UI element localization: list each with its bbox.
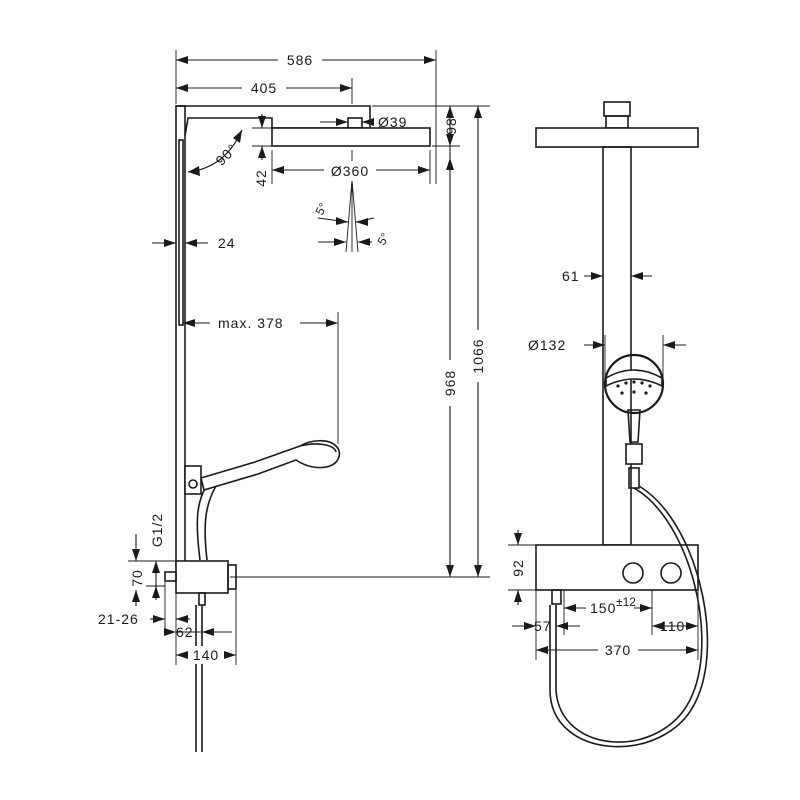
hand-shower xyxy=(200,439,341,492)
overhead-shower-front xyxy=(535,127,699,148)
dim-angle-5-left: 5° xyxy=(312,200,330,217)
dim-62: 62 xyxy=(176,624,194,640)
connector-lower xyxy=(605,115,629,129)
dim-21-26: 21-26 xyxy=(98,611,139,627)
hose-front-outer xyxy=(555,487,703,743)
dim-968: 968 xyxy=(442,370,458,396)
dim-dia-39: Ø39 xyxy=(378,114,407,130)
holder-knob xyxy=(188,479,198,489)
dim-24: 24 xyxy=(218,235,236,251)
hose-outlet-front xyxy=(551,589,562,605)
hose-loop-inner xyxy=(204,485,217,561)
dim-g-half: G1/2 xyxy=(149,513,165,547)
side-view xyxy=(164,105,431,752)
hand-shower-face xyxy=(299,443,337,453)
dim-max-378: max. 378 xyxy=(218,315,284,331)
dim-586: 586 xyxy=(287,52,313,68)
dim-42: 42 xyxy=(253,169,269,187)
dim-98: 98 xyxy=(443,117,459,135)
riser-rail xyxy=(178,139,184,326)
thermostat-body xyxy=(175,560,229,594)
flow-knob xyxy=(660,562,682,584)
spray-nozzles xyxy=(616,380,652,395)
hose-outlet xyxy=(198,592,206,606)
dim-92: 92 xyxy=(510,559,526,577)
dim-dia-360: Ø360 xyxy=(331,163,369,179)
dim-57: 57 xyxy=(534,618,552,634)
dim-90-deg: 90° xyxy=(212,140,240,168)
front-view xyxy=(535,101,709,748)
slider-holder xyxy=(625,443,643,465)
hand-shower-handle xyxy=(627,409,641,443)
arm-connector xyxy=(347,117,363,129)
dim-405: 405 xyxy=(251,80,277,96)
dim-370: 370 xyxy=(605,642,631,658)
dim-140: 140 xyxy=(193,647,219,663)
dim-61: 61 xyxy=(562,268,580,284)
dim-1066: 1066 xyxy=(470,338,486,373)
hose-front-inner xyxy=(549,485,709,748)
hand-shower-head-front xyxy=(603,353,665,415)
dim-70: 70 xyxy=(129,569,145,587)
dim-150: 150 xyxy=(590,600,616,616)
wall-connection xyxy=(164,571,177,582)
overhead-shower-plate xyxy=(271,127,431,147)
dim-150-tolerance: ±12 xyxy=(616,595,636,609)
temperature-knob xyxy=(622,562,644,584)
riser-front xyxy=(602,146,632,546)
dim-110: 110 xyxy=(660,618,685,634)
hand-shower-spray-face xyxy=(605,369,663,388)
dim-angle-5-right: 5° xyxy=(374,230,392,247)
dim-dia-132: Ø132 xyxy=(528,337,566,353)
ceiling-connector xyxy=(603,101,631,117)
